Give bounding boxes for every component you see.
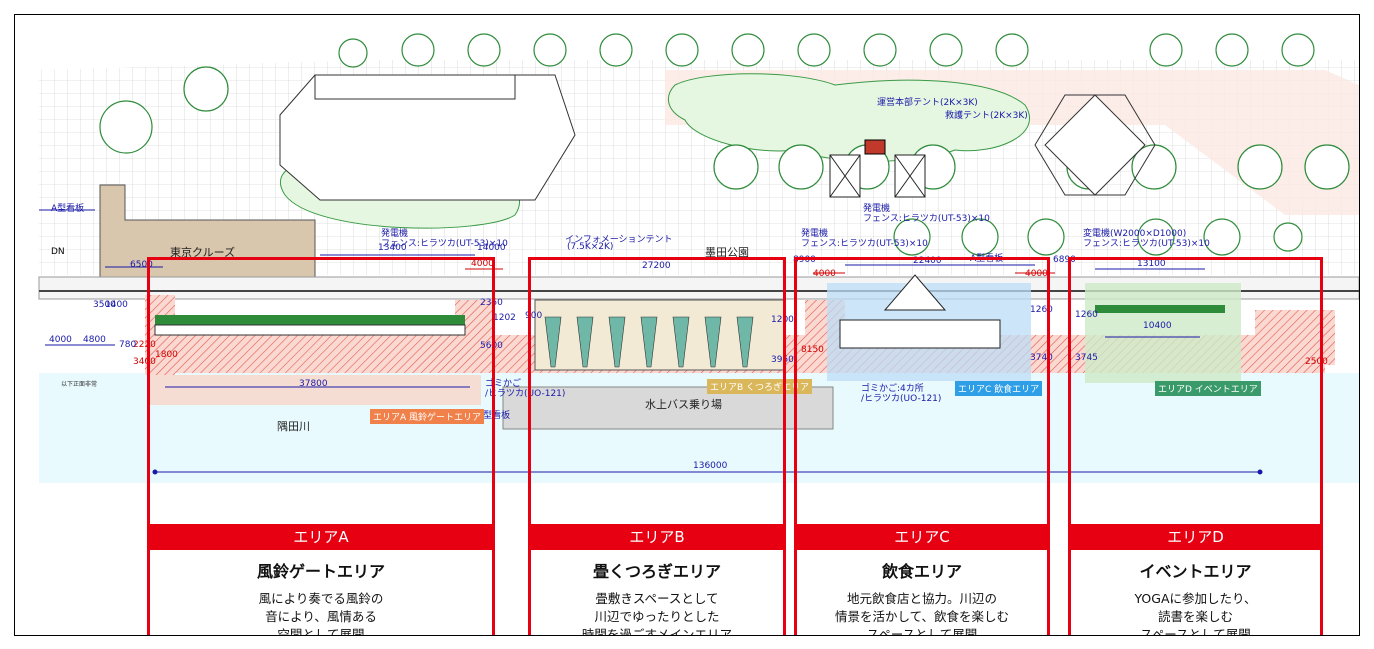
area-a-header: エリアA — [150, 524, 492, 550]
hq-tent-label: 運営本部テント(2K×3K) — [877, 98, 978, 108]
area-b-desc-line: 川辺でゆったりとした — [594, 609, 720, 624]
dim-4000-d: 4000 — [1025, 269, 1048, 279]
tree-markers — [99, 33, 1350, 256]
area-c-desc-line: スペースとして展開 — [866, 627, 978, 636]
trash-a-label: ゴミかご — [485, 379, 522, 389]
fence-b-label: フェンス:ヒラツカ(UT-53)×10 — [863, 214, 990, 224]
area-a-box: エリアA 風鈴ゲートエリア 風により奏でる風鈴の 音により、風情ある 空間として… — [147, 257, 495, 636]
dim-2500: 2500 — [1305, 357, 1328, 367]
area-d-desc-line: 読書を楽しむ — [1157, 609, 1233, 624]
dim-13100: 13100 — [1137, 259, 1166, 269]
dim-1200: 1200 — [771, 315, 794, 325]
generator-left-label: 発電機 — [381, 229, 409, 239]
area-c-description: 地元飲食店と協力。川辺の 情景を活かして、飲食を楽しむ スペースとして展開 — [801, 590, 1043, 636]
dim-22400: 22400 — [913, 256, 942, 266]
dim-900: 900 — [525, 311, 543, 321]
park-label: 墨田公園 — [705, 246, 749, 259]
dim-4000-left: 4000 — [49, 335, 72, 345]
dim-5600: 5600 — [480, 341, 503, 351]
a-board-left-label: A型看板 — [51, 204, 85, 214]
dim-27200: 27200 — [642, 261, 671, 271]
area-a-tag: エリアA 風鈴ゲートエリア — [370, 409, 485, 424]
dim-136000: 136000 — [693, 461, 728, 471]
fence-left-label: フェンス:ヒラツカ(UT-53)×10 — [381, 239, 508, 249]
area-a-desc-line: 風により奏でる風鈴の — [258, 591, 384, 606]
bus-stop-label: 水上バス乗り場 — [645, 398, 722, 411]
area-a-desc-line: 空間として展開 — [277, 627, 365, 636]
area-a-title: 風鈴ゲートエリア — [256, 562, 385, 581]
fence-mid-label: フェンス:ヒラツカ(UT-53)×10 — [801, 239, 928, 249]
area-b-header: エリアB — [531, 524, 783, 550]
transformer-label: 変電機(W2000×D1000) — [1083, 229, 1187, 239]
dim-4800: 4800 — [83, 335, 106, 345]
dim-3500: 3500 — [93, 300, 116, 310]
site-plan-frame: 東京クルーズ 墨田公園 隅田川 水上バス乗り場 DN A型看板 A型看板 A型看… — [14, 14, 1360, 636]
fence-d-label: フェンス:ヒラツカ(UT-53)×10 — [1083, 239, 1210, 249]
area-c-desc-line: 地元飲食店と協力。川辺の — [846, 591, 997, 606]
area-d-desc-line: YOGAに参加したり、 — [1134, 591, 1257, 606]
dim-3745: 3745 — [1075, 353, 1098, 363]
dim-37800: 37800 — [299, 379, 328, 389]
generator-b-label: 発電機 — [863, 204, 891, 214]
area-b-title: 畳くつろぎエリア — [592, 562, 721, 581]
area-c-desc-line: 情景を活かして、飲食を楽しむ — [834, 609, 1009, 624]
dim-1260: 1260 — [1030, 305, 1053, 315]
info-tent-size-label: (7.5K×2K) — [567, 242, 614, 252]
dim-14000: 14000 — [477, 243, 506, 253]
area-d-tag: エリアD イベントエリア — [1155, 381, 1261, 396]
rescue-tent-label: 救護テント(2K×3K) — [945, 111, 1028, 121]
dn-label: DN — [51, 247, 65, 257]
area-d-description: YOGAに参加したり、 読書を楽しむ スペースとして展開 — [1075, 590, 1316, 636]
dim-1800: 1800 — [155, 350, 178, 360]
area-d-title: イベントエリア — [1139, 562, 1252, 581]
dim-10400: 10400 — [1143, 321, 1172, 331]
area-b-box: エリアB 畳くつろぎエリア 畳敷きスペースとして 川辺でゆったりとした 時間を過… — [528, 257, 786, 636]
small-note-label: 以下正面非常 — [61, 381, 98, 388]
river-label: 隅田川 — [277, 420, 310, 433]
dim-13400: 13400 — [378, 243, 407, 253]
area-b-desc-line: 時間を過ごすメインエリア — [581, 627, 733, 636]
area-c-box: エリアC 飲食エリア 地元飲食店と協力。川辺の 情景を活かして、飲食を楽しむ ス… — [794, 257, 1050, 636]
dim-2220: 2220 — [133, 340, 156, 350]
area-c-tag: エリアC 飲食エリア — [955, 381, 1043, 396]
dim-3740: 3740 — [1030, 353, 1053, 363]
area-d-desc-line: スペースとして展開 — [1140, 627, 1251, 636]
area-b-description: 畳敷きスペースとして 川辺でゆったりとした 時間を過ごすメインエリア — [535, 590, 779, 636]
dim-1260-b: 1260 — [1075, 310, 1098, 320]
dim-2350: 2350 — [480, 298, 503, 308]
area-a-desc-line: 音により、風情ある — [265, 609, 377, 624]
area-c-title: 飲食エリア — [881, 562, 962, 581]
dim-8150: 8150 — [801, 345, 824, 355]
site-plan-drawing — [38, 33, 1359, 483]
trash-c-label: ゴミかご:4カ所 — [861, 384, 924, 394]
dim-6890: 6890 — [1053, 255, 1076, 265]
dim-3950: 3950 — [771, 355, 794, 365]
info-tent-label: インフォメーションテント — [565, 235, 673, 245]
dim-780: 780 — [119, 340, 137, 350]
cruise-label: 東京クルーズ — [170, 246, 236, 259]
dim-1202: 1202 — [493, 313, 516, 323]
dim-8900: 8900 — [793, 255, 816, 265]
dim-3400: 3400 — [133, 357, 156, 367]
dim-6500: 6500 — [130, 260, 153, 270]
dim-1400: 1400 — [105, 300, 128, 310]
area-d-header: エリアD — [1071, 524, 1320, 550]
trash-c-spec-label: /ヒラツカ(UO-121) — [861, 394, 942, 404]
dim-4000-b: 4000 — [471, 259, 494, 269]
area-a-description: 風により奏でる風鈴の 音により、風情ある 空間として展開 — [154, 590, 488, 636]
area-c-header: エリアC — [797, 524, 1047, 550]
generator-mid-label: 発電機 — [801, 229, 829, 239]
area-b-desc-line: 畳敷きスペースとして — [595, 591, 719, 606]
trash-a-spec-label: /ヒラツカ(UO-121) — [485, 389, 566, 399]
area-d-box: エリアD イベントエリア YOGAに参加したり、 読書を楽しむ スペースとして展… — [1068, 257, 1323, 636]
dim-4000-c: 4000 — [813, 269, 836, 279]
